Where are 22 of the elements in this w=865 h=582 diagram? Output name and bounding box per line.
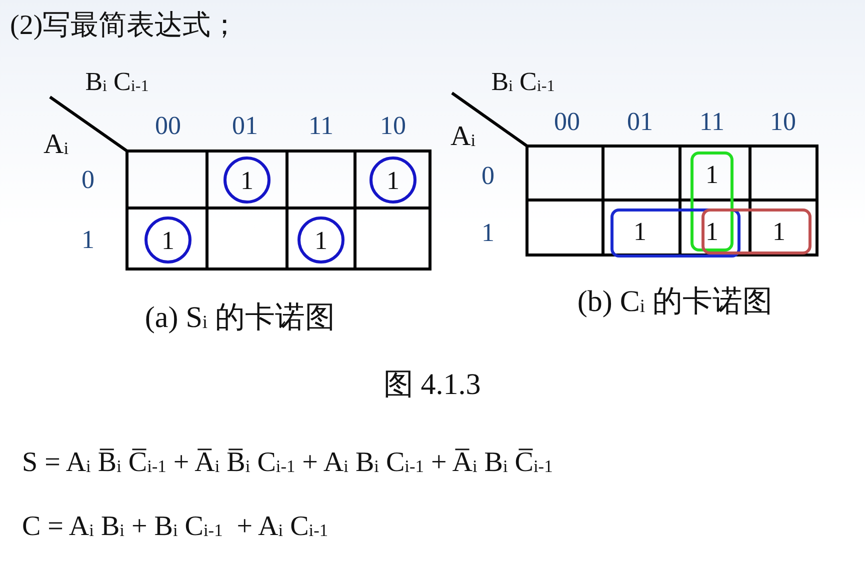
column-header: 10 [770, 109, 796, 135]
cell-value: 1 [634, 219, 646, 245]
row-header: 1 [482, 220, 494, 246]
column-header: 01 [627, 109, 653, 135]
column-header: 11 [308, 113, 334, 139]
cell-value: 1 [386, 168, 400, 194]
row-header: 0 [482, 163, 494, 189]
figure-caption: 图 4.1.3 [383, 370, 481, 400]
cell-value: 1 [772, 219, 786, 245]
row-header: 0 [82, 167, 94, 193]
heading: (2)写最简表达式； [10, 12, 239, 40]
column-header: 01 [232, 113, 258, 139]
column-header: 00 [554, 109, 580, 135]
cell-value: 1 [240, 168, 254, 194]
column-header: 00 [155, 113, 181, 139]
cell-value: 1 [706, 162, 718, 188]
column-header: 11 [699, 109, 725, 135]
cell-value: 1 [162, 228, 174, 254]
cell-value: 1 [706, 219, 718, 245]
cell-value: 1 [314, 228, 328, 254]
row-header: 1 [82, 227, 94, 253]
column-header: 10 [380, 113, 406, 139]
